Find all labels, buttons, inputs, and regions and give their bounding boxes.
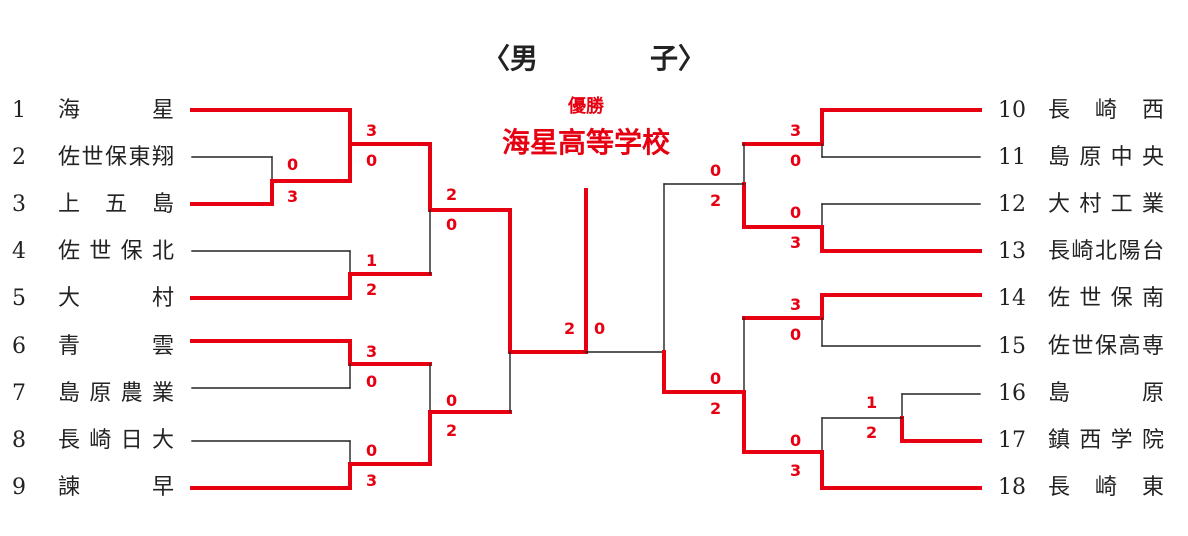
bracket-title: 〈男 子〉 — [482, 42, 706, 75]
match-score: 2 — [710, 191, 721, 210]
team-name: 上 五 島 — [58, 192, 174, 217]
team-name: 佐世保高専 — [1048, 334, 1164, 359]
team-name: 大 村 工 業 — [1048, 192, 1164, 217]
team-number: 8 — [12, 428, 26, 453]
match-score: 0 — [287, 155, 298, 174]
match-score: 0 — [710, 369, 721, 388]
team-number: 9 — [12, 475, 26, 500]
match-score: 0 — [790, 325, 801, 344]
team-name: 佐世保東翔 — [58, 145, 174, 170]
team-number: 14 — [998, 286, 1026, 311]
match-score: 0 — [790, 151, 801, 170]
team-number: 16 — [998, 381, 1026, 406]
match-score: 3 — [366, 342, 377, 361]
team-name: 長 崎 西 — [1048, 98, 1164, 123]
match-score: 2 — [446, 421, 457, 440]
team-name: 佐 世 保 南 — [1048, 286, 1164, 311]
match-score: 0 — [710, 161, 721, 180]
match-score: 0 — [446, 215, 457, 234]
match-score: 3 — [790, 461, 801, 480]
team-number: 18 — [998, 475, 1026, 500]
match-score: 0 — [366, 151, 377, 170]
match-score: 0 — [366, 441, 377, 460]
left-team-list: 1 海 星 2 佐世保東翔 3 上 五 島 4 佐 世 保 北 5 大 村 6 … — [12, 98, 174, 500]
team-number: 12 — [998, 192, 1026, 217]
right-team-list: 10 長 崎 西 11 島 原 中 央 12 大 村 工 業 13 長崎北陽台 … — [998, 98, 1164, 500]
team-name: 青 雲 — [58, 334, 174, 359]
team-name: 島 原 中 央 — [1048, 145, 1164, 170]
match-score: 3 — [790, 233, 801, 252]
team-number: 17 — [998, 428, 1026, 453]
team-name: 長 崎 日 大 — [58, 428, 174, 453]
match-score: 2 — [446, 185, 457, 204]
team-number: 7 — [12, 381, 26, 406]
team-number: 5 — [12, 286, 26, 311]
match-score: 0 — [446, 391, 457, 410]
bracket-lines — [190, 108, 982, 490]
team-number: 1 — [12, 98, 26, 123]
team-name: 海 星 — [58, 98, 174, 123]
match-score: 0 — [790, 431, 801, 450]
team-name: 長 崎 東 — [1048, 475, 1164, 500]
match-score: 0 — [790, 203, 801, 222]
team-name: 長崎北陽台 — [1048, 239, 1164, 264]
final-score-right: 0 — [594, 319, 605, 338]
team-name: 島 原 — [1048, 381, 1164, 406]
team-name: 諫 早 — [58, 475, 174, 500]
team-number: 4 — [12, 239, 26, 264]
team-number: 10 — [998, 98, 1026, 123]
match-score: 2 — [366, 280, 377, 299]
score-labels: 0 3 3 0 1 2 3 0 0 3 2 0 0 2 2 0 3 0 0 3 … — [287, 121, 877, 490]
team-number: 6 — [12, 334, 26, 359]
match-score: 3 — [790, 295, 801, 314]
team-name: 島 原 農 業 — [58, 381, 174, 406]
winner-label: 優勝 — [567, 95, 605, 117]
team-name: 大 村 — [58, 286, 174, 311]
match-score: 1 — [866, 393, 877, 412]
match-score: 2 — [710, 399, 721, 418]
team-number: 3 — [12, 192, 26, 217]
team-number: 15 — [998, 334, 1026, 359]
match-score: 0 — [366, 372, 377, 391]
team-name: 鎮 西 学 院 — [1048, 428, 1164, 453]
final-score-left: 2 — [564, 319, 575, 338]
match-score: 1 — [366, 251, 377, 270]
match-score: 3 — [287, 187, 298, 206]
match-score: 3 — [366, 121, 377, 140]
team-name: 佐 世 保 北 — [58, 239, 174, 264]
match-score: 2 — [866, 423, 877, 442]
match-score: 3 — [790, 121, 801, 140]
match-score: 3 — [366, 471, 377, 490]
team-number: 2 — [12, 145, 26, 170]
team-number: 13 — [998, 239, 1026, 264]
team-number: 11 — [998, 145, 1026, 170]
champion-name: 海星高等学校 — [502, 126, 671, 159]
